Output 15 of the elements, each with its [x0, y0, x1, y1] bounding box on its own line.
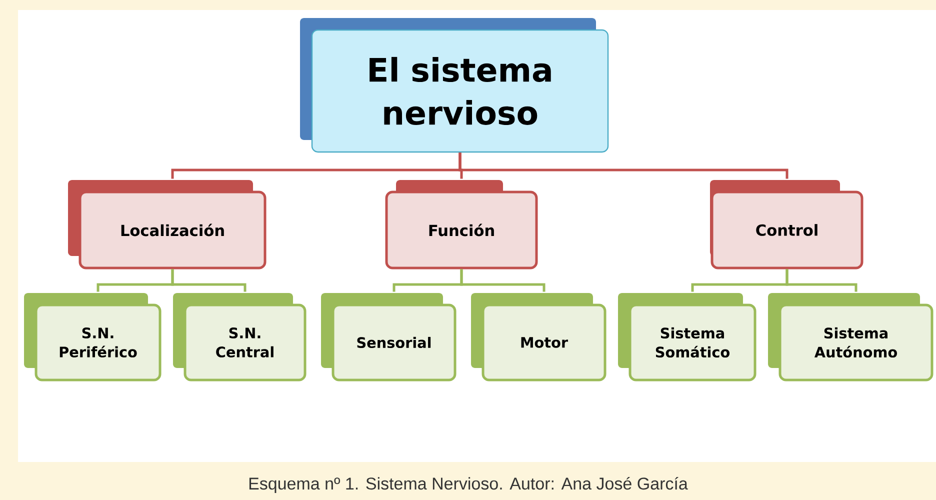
leaf-box: Motor [471, 293, 606, 382]
connector-line [786, 269, 858, 292]
leaf-box: Sensorial [321, 293, 456, 382]
leaf-box: Sistema Somático [618, 293, 756, 382]
connector-line [460, 269, 546, 292]
connector-line [171, 269, 246, 292]
connector-line [458, 152, 788, 179]
title-box: El sistema nervioso [300, 18, 609, 153]
leaf-box: S.N. Periférico [24, 293, 162, 382]
category-box: Localización [68, 180, 266, 270]
leaf-box: S.N. Central [173, 293, 306, 382]
category-box: Control [710, 180, 864, 270]
leaf-box: Sistema Autónomo [768, 293, 934, 382]
category-box: Función [385, 180, 538, 270]
caption: Esquema nº 1. Sistema Nervioso. Autor: Ana José García [249, 476, 688, 493]
